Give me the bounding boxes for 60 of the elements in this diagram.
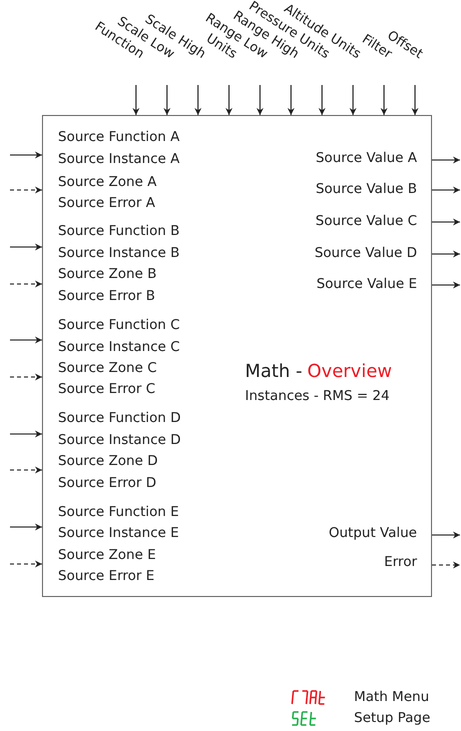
legend-text: Math Menu <box>354 689 430 705</box>
input-port-label: Source Function B <box>58 223 180 239</box>
arrow <box>10 244 42 250</box>
block-subtitle-highlight: Overview <box>307 361 392 382</box>
arrow <box>132 85 140 115</box>
output-port-label: Source Value B <box>316 181 417 197</box>
arrow <box>10 280 42 288</box>
input-port-label: Source Instance E <box>58 525 179 541</box>
input-port-label: Source Error A <box>58 195 156 211</box>
arrow <box>412 85 418 115</box>
output-port-label: Source Value E <box>316 276 417 292</box>
arrow <box>164 85 170 115</box>
input-port-label: Source Zone B <box>58 266 157 282</box>
input-port-label: Source Instance C <box>58 339 180 355</box>
arrow <box>350 85 356 115</box>
input-port-label: Source Instance B <box>58 245 180 261</box>
output-port-label: Source Value D <box>314 245 417 261</box>
arrow <box>10 466 42 474</box>
input-port-label: Source Instance D <box>58 432 181 448</box>
input-port-label: Source Error C <box>58 381 156 397</box>
input-port-label: Source Zone A <box>58 174 157 190</box>
arrow <box>10 336 42 344</box>
input-port-label: Source Error E <box>58 568 154 584</box>
output-port-label: Source Value C <box>316 213 417 229</box>
arrow <box>432 186 460 194</box>
input-port-label: Source Function C <box>58 317 180 333</box>
output-port-label: Source Value A <box>316 150 417 166</box>
function-block <box>42 115 432 597</box>
arrow <box>432 156 460 164</box>
arrow <box>10 560 42 568</box>
arrow <box>432 218 460 226</box>
arrow <box>194 85 202 115</box>
input-port-label: Source Error B <box>58 288 156 304</box>
input-port-label: Source Zone D <box>58 453 158 469</box>
input-port-label: Source Zone C <box>58 360 157 376</box>
arrow <box>256 85 264 115</box>
arrow <box>432 250 460 258</box>
output-port-label: Error <box>384 554 417 570</box>
input-port-label: Source Function D <box>58 410 181 426</box>
arrow <box>380 85 388 115</box>
arrow <box>10 186 42 194</box>
input-port-label: Source Function E <box>58 504 179 520</box>
instance-count: Instances - RMS = 24 <box>245 388 390 404</box>
arrow <box>10 374 42 380</box>
arrow <box>226 85 232 115</box>
arrow <box>10 152 42 158</box>
output-port-label: Output Value <box>328 525 417 541</box>
arrow <box>10 524 42 530</box>
arrow <box>432 562 460 568</box>
input-port-label: Source Function A <box>58 129 180 145</box>
input-port-label: Source Zone E <box>58 547 156 563</box>
arrow <box>10 430 42 438</box>
arrow <box>318 85 326 115</box>
arrow <box>432 282 460 288</box>
legend-text: Setup Page <box>354 710 430 726</box>
block-title: Math - <box>245 361 302 382</box>
input-port-label: Source Instance A <box>58 151 180 167</box>
input-port-label: Source Error D <box>58 475 156 491</box>
arrow <box>288 85 294 115</box>
arrow <box>432 532 460 538</box>
